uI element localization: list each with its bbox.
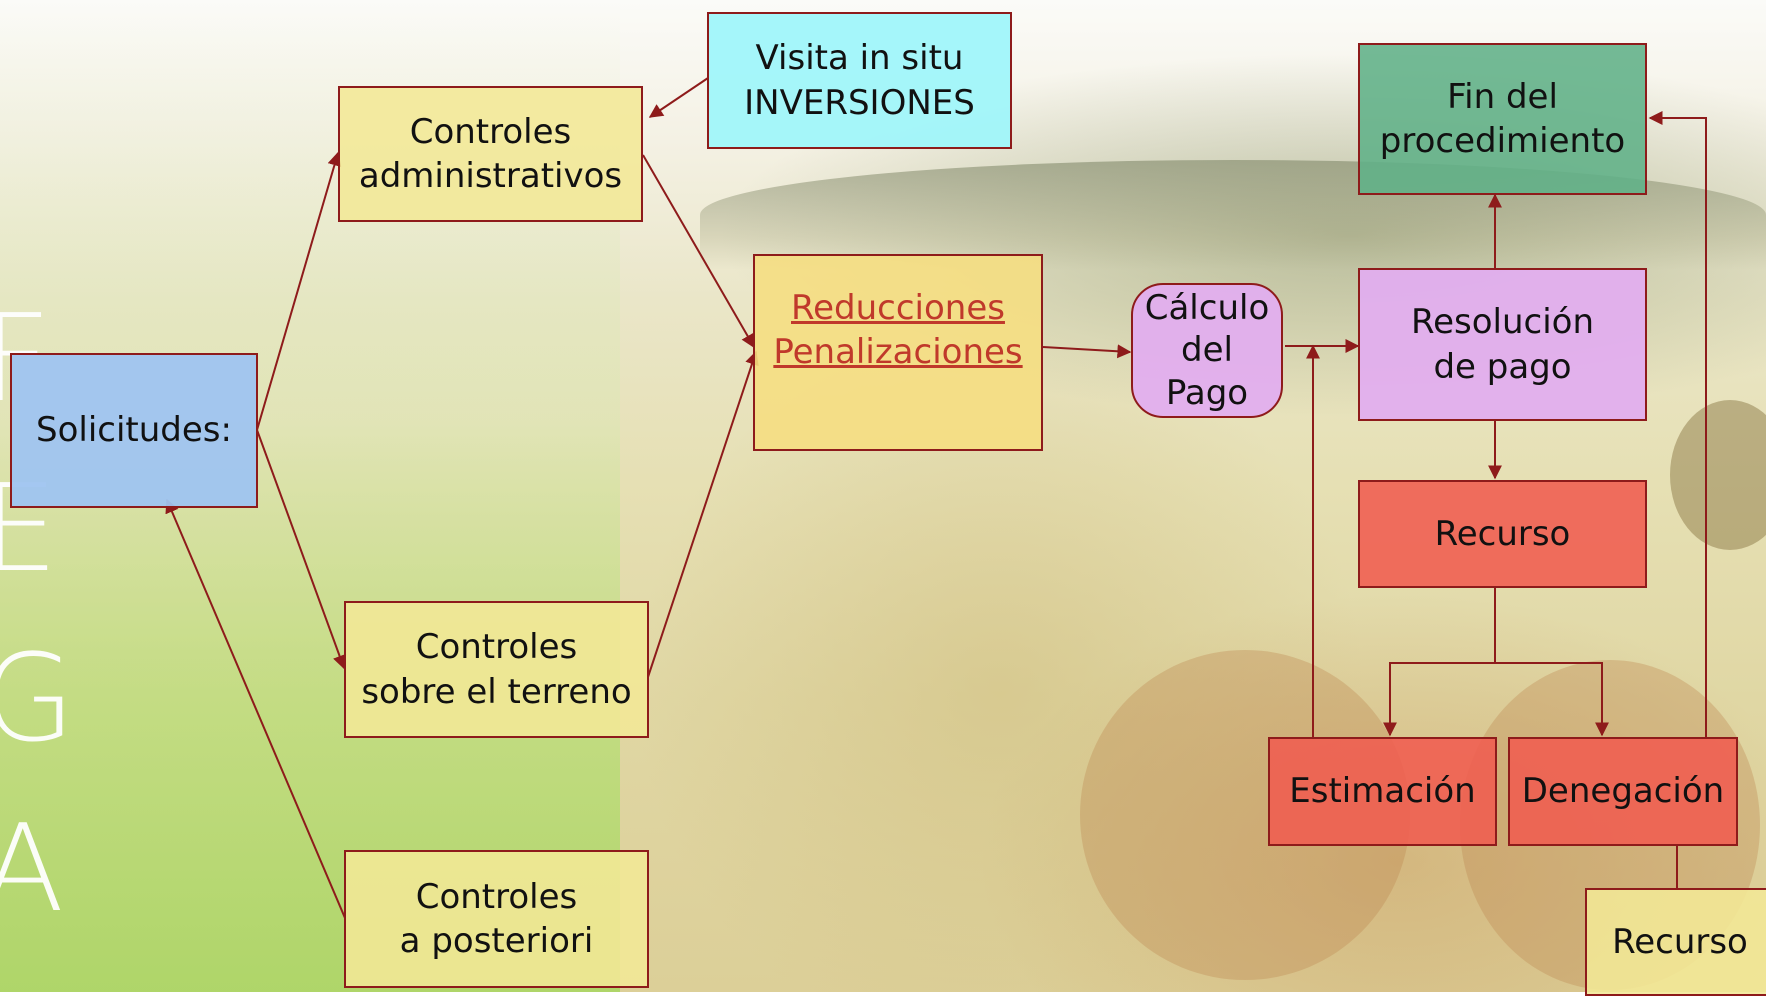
connector-recurso-branch	[1383, 588, 1496, 737]
background-bale	[1670, 400, 1766, 550]
solicitudes-box: Solicitudes:	[10, 353, 258, 508]
controles-administrativos-box: Controles administrativos	[338, 86, 643, 222]
visita-in-situ-box: Visita in situ INVERSIONES	[707, 12, 1012, 149]
fin-procedimiento-box: Fin del procedimiento	[1358, 43, 1647, 195]
solicitudes-label: Solicitudes:	[36, 410, 232, 451]
arrow-terreno-to-reducciones	[647, 350, 759, 678]
arrow-solicitudes-to-administrativos	[256, 151, 342, 431]
decor-letter-a: A	[0, 800, 65, 939]
arrow-posteriori-to-solicitudes	[165, 498, 346, 919]
controles-posteriori-label: Controles a posteriori	[399, 876, 594, 961]
arrow-visita-to-administrativos	[648, 77, 709, 118]
controles-terreno-label: Controles sobre el terreno	[361, 627, 632, 712]
controles-posteriori-box: Controles a posteriori	[344, 850, 649, 988]
arrow-reducciones-to-calculo	[1042, 344, 1132, 359]
resolucion-pago-label: Resolución de pago	[1410, 302, 1594, 387]
denegacion-label: Denegación	[1521, 771, 1725, 812]
reducciones-link[interactable]: Reducciones Penalizaciones	[773, 288, 1023, 373]
decor-letter-g: G	[0, 630, 75, 769]
estimacion-label: Estimación	[1289, 771, 1476, 812]
recurso-secondary-box: Recurso	[1585, 888, 1766, 996]
reducciones-box: Reducciones Penalizaciones	[753, 254, 1043, 451]
connector-recurso-to-denegacion	[1495, 662, 1609, 737]
recurso-box: Recurso	[1358, 480, 1647, 588]
calculo-pago-label: Cálculo del Pago	[1144, 287, 1270, 413]
denegacion-box: Denegación	[1508, 737, 1738, 846]
controles-terreno-box: Controles sobre el terreno	[344, 601, 649, 738]
arrow-solicitudes-to-terreno	[256, 429, 347, 670]
visita-in-situ-label: Visita in situ INVERSIONES	[744, 38, 975, 123]
resolucion-pago-box: Resolución de pago	[1358, 268, 1647, 421]
arrow-administrativos-to-reducciones	[642, 154, 755, 349]
recurso-secondary-label: Recurso	[1612, 921, 1748, 962]
controles-administrativos-label: Controles administrativos	[358, 111, 623, 196]
calculo-pago-box: Cálculo del Pago	[1131, 283, 1283, 418]
fin-procedimiento-label: Fin del procedimiento	[1379, 76, 1626, 161]
estimacion-box: Estimación	[1268, 737, 1497, 846]
arrow-denegacion-to-fin	[1648, 111, 1707, 737]
recurso-label: Recurso	[1434, 513, 1571, 554]
